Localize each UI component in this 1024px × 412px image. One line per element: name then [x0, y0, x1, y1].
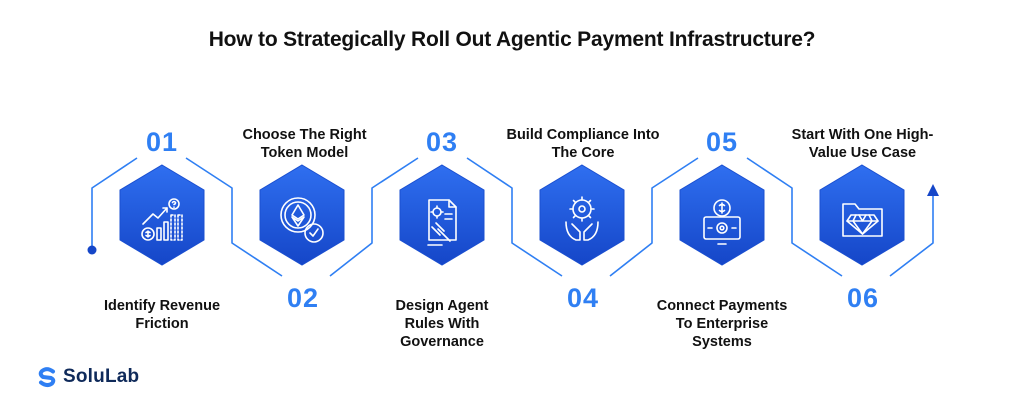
compliance-gear-hands-icon [565, 196, 599, 241]
step-number-3: 03 [425, 127, 459, 157]
step-hexagons [119, 164, 905, 266]
solulab-logo-icon [38, 367, 56, 387]
step-label-4: Build Compliance Into The Core [506, 127, 660, 161]
page-title: How to Strategically Roll Out Agentic Pa… [208, 28, 816, 51]
step-label-1: Identify Revenue Friction [103, 298, 221, 332]
ethereum-token-icon [280, 197, 324, 243]
step-number-5: 05 [705, 127, 739, 157]
step-number-2: 02 [286, 283, 320, 313]
step-number-6: 06 [846, 283, 880, 313]
step-label-2: Choose The Right Token Model [242, 127, 367, 161]
step-label-5: Connect Payments To Enterprise Systems [656, 298, 788, 350]
step-label-6: Start With One High-Value Use Case [791, 127, 934, 161]
diamond-folder-icon [842, 203, 883, 237]
hexagon-step-2 [259, 164, 345, 266]
hexagon-step-5 [679, 164, 765, 266]
revenue-chart-icon [141, 198, 183, 241]
step-label-3: Design Agent Rules With Governance [395, 298, 489, 350]
step-number-1: 01 [145, 127, 179, 157]
hexagon-step-1 [119, 164, 205, 266]
flow-start-dot [87, 245, 97, 255]
payment-system-icon [703, 199, 741, 245]
governance-document-icon [427, 199, 457, 246]
hexagon-step-4 [539, 164, 625, 266]
flow-connector-line [91, 157, 934, 277]
step-number-4: 04 [566, 283, 600, 313]
brand-logo: SoluLab [36, 366, 139, 388]
flow-end-arrow [927, 184, 939, 196]
hexagon-step-3 [399, 164, 485, 266]
brand-name: SoluLab [63, 366, 140, 387]
